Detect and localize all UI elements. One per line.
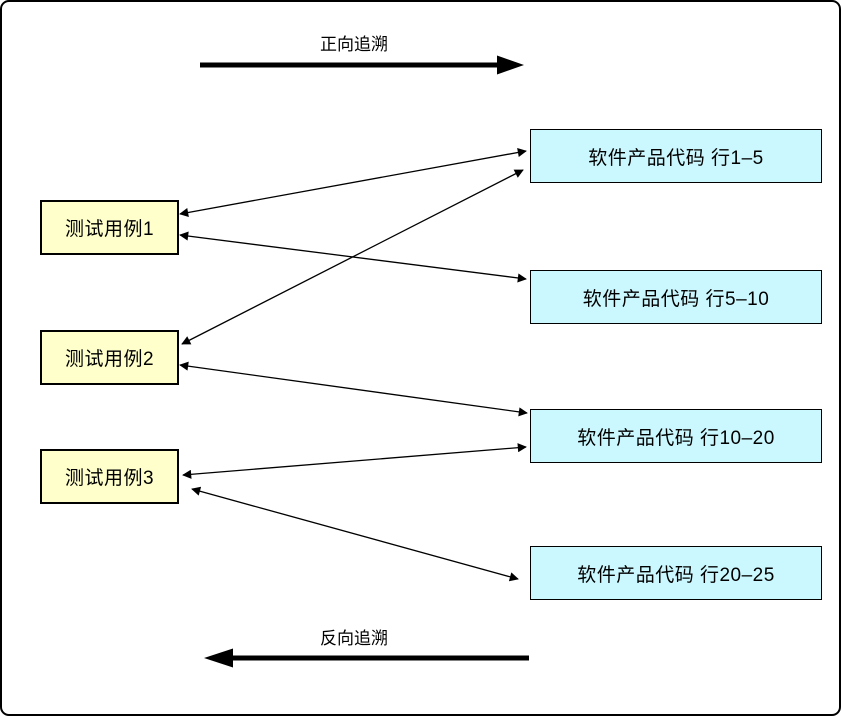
code-block-box-1: 软件产品代码 行1–5 — [530, 129, 822, 183]
forward-trace-label: 正向追溯 — [320, 35, 388, 54]
forward-trace-arrow — [200, 55, 524, 75]
code-block-box-4: 软件产品代码 行20–25 — [530, 546, 822, 600]
code-block-box-2: 软件产品代码 行5–10 — [530, 270, 822, 324]
connector-tc2-code3 — [179, 361, 528, 417]
test-case-box-3: 测试用例3 — [40, 449, 179, 504]
test-case-box-2: 测试用例2 — [40, 330, 179, 385]
connector-tc3-code3 — [182, 443, 527, 479]
backward-trace-arrow — [204, 648, 529, 668]
code-block-box-3: 软件产品代码 行10–20 — [530, 409, 822, 463]
connector-tc2-code1 — [181, 169, 524, 345]
connector-tc1-code1 — [179, 147, 527, 218]
backward-trace-label: 反向追溯 — [320, 629, 388, 648]
connector-tc3-code4 — [191, 486, 519, 582]
test-case-box-1: 测试用例1 — [40, 200, 179, 255]
